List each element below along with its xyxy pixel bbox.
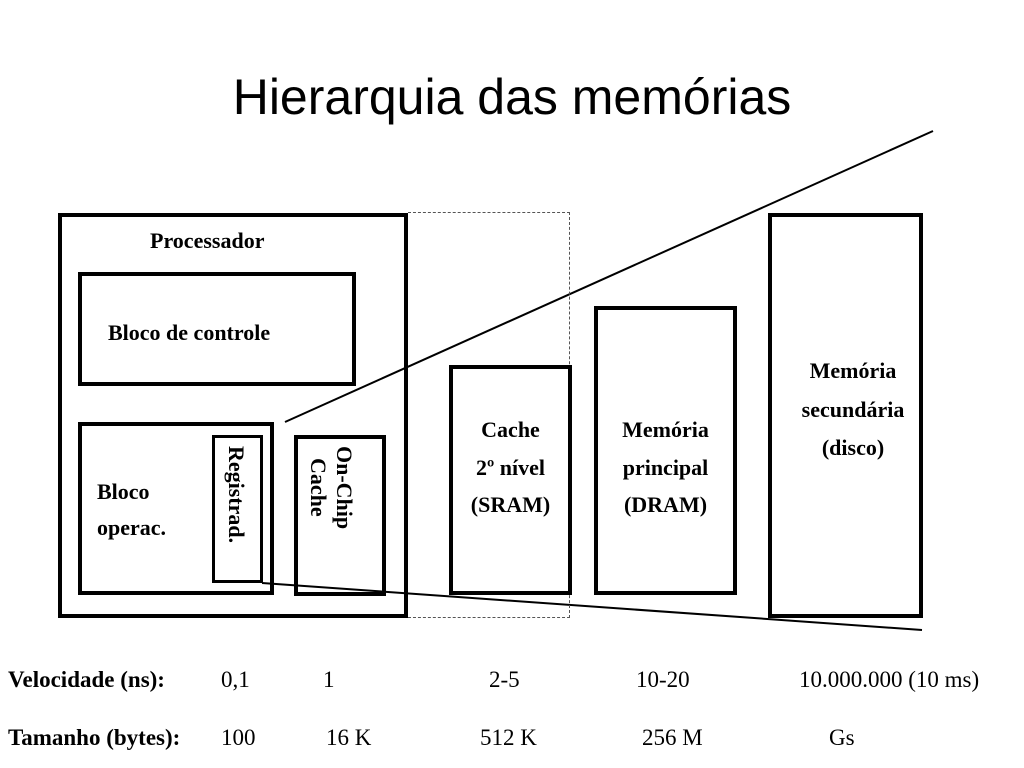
main-memory-box xyxy=(594,306,737,595)
main-memory-label-line2: principal xyxy=(622,455,709,480)
secondary-memory-label-line2: secundária xyxy=(801,397,905,422)
speed-value-registers: 0,1 xyxy=(221,667,250,692)
main-memory-label-line1: Memória xyxy=(622,417,709,442)
onchip-cache-box xyxy=(294,435,386,596)
secondary-memory-label-line1: Memória xyxy=(809,358,897,383)
page-title: Hierarquia das memórias xyxy=(232,69,792,125)
cache-l2-label-line1: Cache xyxy=(481,417,540,442)
processor-label: Processador xyxy=(150,228,265,253)
speed-value-secondary: 10.000.000 (10 ms) xyxy=(799,667,980,692)
processor-box xyxy=(58,213,408,618)
operative-block-label-line2: operac. xyxy=(97,515,167,540)
cache-l2-label-line2: 2º nível xyxy=(476,455,545,480)
main-memory-label-line3: (DRAM) xyxy=(623,492,708,517)
onchip-cache-label-line1: On-Chip xyxy=(332,446,357,530)
speed-value-main-memory: 10-20 xyxy=(636,667,690,692)
cache-l2-box xyxy=(449,365,572,595)
onchip-cache-label-line2: Cache xyxy=(306,458,331,517)
control-block-label: Bloco de controle xyxy=(108,320,271,345)
control-block-box xyxy=(78,272,356,386)
speed-value-onchip: 1 xyxy=(323,667,335,692)
speed-label: Velocidade (ns): xyxy=(8,667,165,692)
size-value-main-memory: 256 M xyxy=(642,725,703,750)
registers-label: Registrad. xyxy=(224,446,249,544)
size-value-onchip: 16 K xyxy=(326,725,372,750)
size-label: Tamanho (bytes): xyxy=(8,725,181,750)
lower-diagonal-line xyxy=(261,582,923,631)
size-value-secondary: Gs xyxy=(829,725,855,750)
size-value-cache-l2: 512 K xyxy=(480,725,537,750)
operative-block-label-line1: Bloco xyxy=(97,479,150,504)
registers-box xyxy=(212,435,263,583)
secondary-memory-label-line3: (disco) xyxy=(821,435,885,460)
upper-diagonal-line xyxy=(284,130,934,423)
speed-value-cache-l2: 2-5 xyxy=(489,667,520,692)
cache-l2-label-line3: (SRAM) xyxy=(470,492,551,517)
secondary-memory-box xyxy=(768,213,923,618)
operative-block-box xyxy=(78,422,274,595)
size-value-registers: 100 xyxy=(221,725,256,750)
